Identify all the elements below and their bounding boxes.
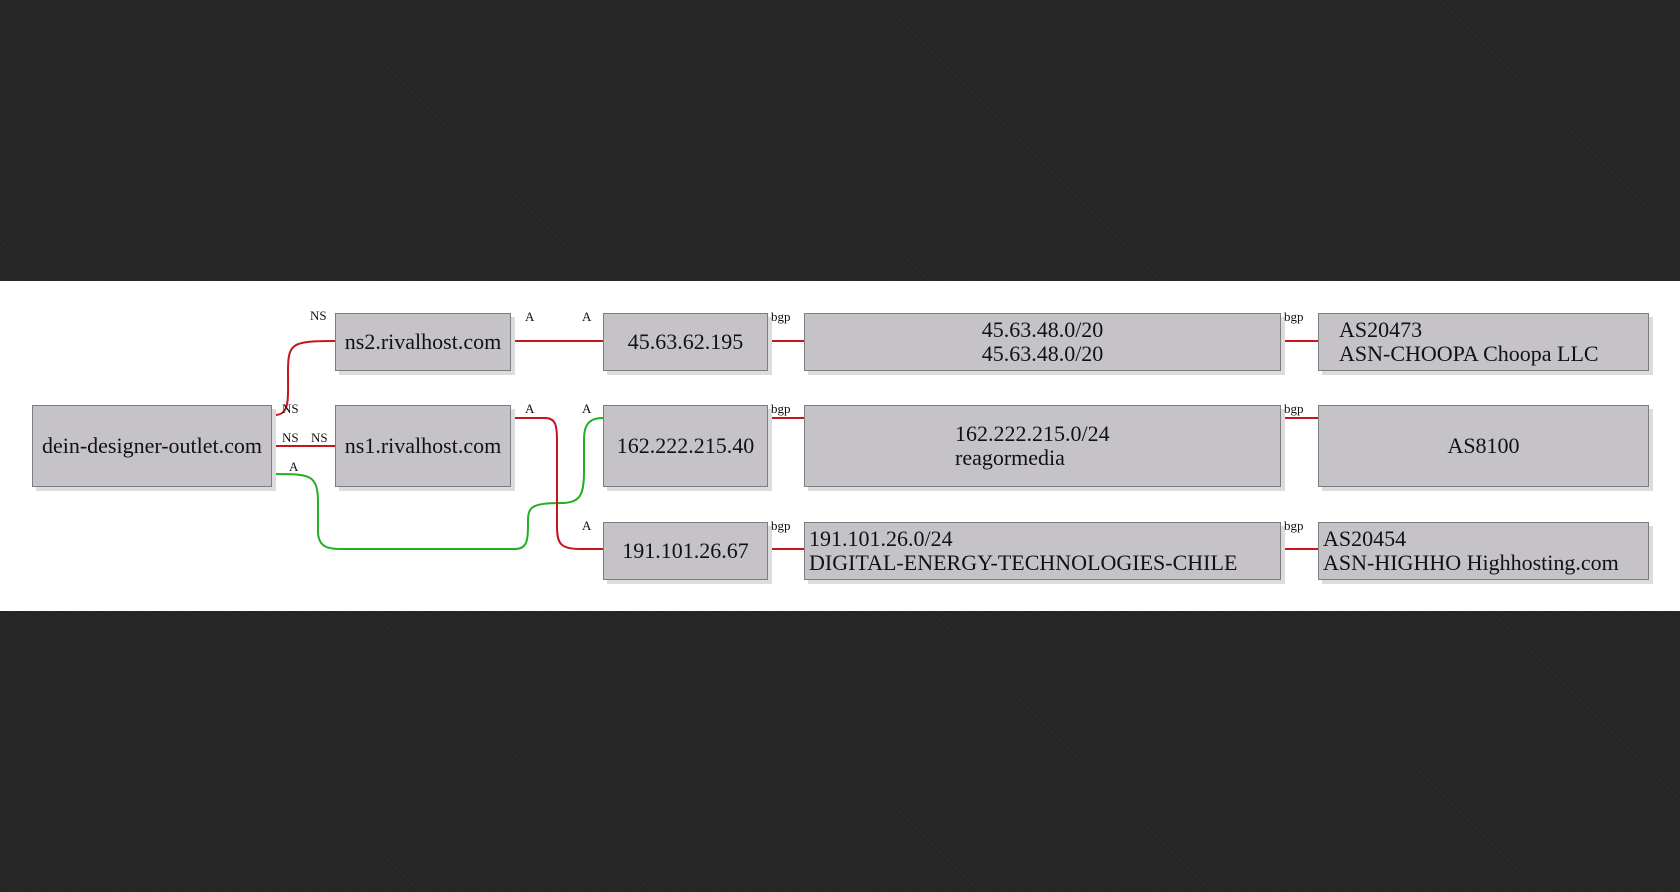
node-as2-label: AS8100 bbox=[1447, 433, 1520, 458]
edges-layer bbox=[273, 340, 1318, 550]
node-ns1[interactable]: ns1.rivalhost.com bbox=[335, 405, 511, 487]
edge-label-bgp-ip2: bgp bbox=[771, 401, 791, 416]
node-ns1-label: ns1.rivalhost.com bbox=[344, 433, 502, 458]
node-net2[interactable]: 162.222.215.0/24 reagormedia bbox=[804, 405, 1281, 487]
node-ip2[interactable]: 162.222.215.40 bbox=[603, 405, 768, 487]
edge-label-bgp-ip3: bgp bbox=[771, 518, 791, 533]
node-ip1-label: 45.63.62.195 bbox=[627, 329, 744, 354]
edge-label-ns-top: NS bbox=[310, 308, 327, 323]
edge-label-ns-ns1: NS bbox=[311, 430, 328, 445]
edge-label-a-ns1: A bbox=[525, 401, 535, 416]
node-as1[interactable]: AS20473 ASN-CHOOPA Choopa LLC bbox=[1318, 313, 1649, 371]
edge-label-a-ip1: A bbox=[582, 309, 592, 324]
node-net2-line1: 162.222.215.0/24 bbox=[955, 421, 1110, 446]
node-ns2-label: ns2.rivalhost.com bbox=[344, 329, 502, 354]
node-domain-label: dein-designer-outlet.com bbox=[41, 433, 263, 458]
edge-domain-ns2 bbox=[273, 340, 336, 416]
edge-label-a-domain: A bbox=[289, 459, 299, 474]
node-net2-line2: reagormedia bbox=[955, 445, 1065, 470]
node-as1-line2: ASN-CHOOPA Choopa LLC bbox=[1339, 341, 1599, 366]
node-ip3-label: 191.101.26.67 bbox=[622, 538, 749, 563]
edge-label-bgp-net1: bgp bbox=[1284, 309, 1304, 324]
node-net3-line1: 191.101.26.0/24 bbox=[809, 526, 953, 551]
edge-label-a-ns2: A bbox=[525, 309, 535, 324]
node-net1[interactable]: 45.63.48.0/20 45.63.48.0/20 bbox=[804, 313, 1281, 371]
node-domain[interactable]: dein-designer-outlet.com bbox=[32, 405, 272, 487]
node-net3[interactable]: 191.101.26.0/24 DIGITAL-ENERGY-TECHNOLOG… bbox=[804, 522, 1281, 580]
node-as3-line2: ASN-HIGHHO Highhosting.com bbox=[1323, 550, 1619, 575]
node-ip3[interactable]: 191.101.26.67 bbox=[603, 522, 768, 580]
node-as3[interactable]: AS20454 ASN-HIGHHO Highhosting.com bbox=[1318, 522, 1649, 580]
node-as3-line1: AS20454 bbox=[1323, 526, 1407, 551]
node-ns2[interactable]: ns2.rivalhost.com bbox=[335, 313, 511, 371]
node-ip1[interactable]: 45.63.62.195 bbox=[603, 313, 768, 371]
node-net3-line2: DIGITAL-ENERGY-TECHNOLOGIES-CHILE bbox=[809, 550, 1238, 575]
node-ip2-label: 162.222.215.40 bbox=[616, 433, 755, 458]
node-net1-line2: 45.63.48.0/20 bbox=[981, 341, 1104, 366]
edge-ns1-ip3 bbox=[513, 417, 603, 550]
edge-label-bgp-net3: bgp bbox=[1284, 518, 1304, 533]
edge-label-bgp-net2: bgp bbox=[1284, 401, 1304, 416]
node-net1-line1: 45.63.48.0/20 bbox=[981, 317, 1104, 342]
edge-label-ns-domain-lower: NS bbox=[282, 430, 299, 445]
edge-domain-ip2 bbox=[273, 417, 604, 550]
node-as2[interactable]: AS8100 bbox=[1318, 405, 1649, 487]
edge-label-a-ip2: A bbox=[582, 401, 592, 416]
edge-label-a-ip3: A bbox=[582, 518, 592, 533]
edge-label-ns-domain-upper: NS bbox=[282, 401, 299, 416]
graph-canvas: dein-designer-outlet.com ns2.rivalhost.c… bbox=[0, 281, 1680, 611]
edge-label-bgp-ip1: bgp bbox=[771, 309, 791, 324]
node-as1-line1: AS20473 bbox=[1339, 317, 1423, 342]
